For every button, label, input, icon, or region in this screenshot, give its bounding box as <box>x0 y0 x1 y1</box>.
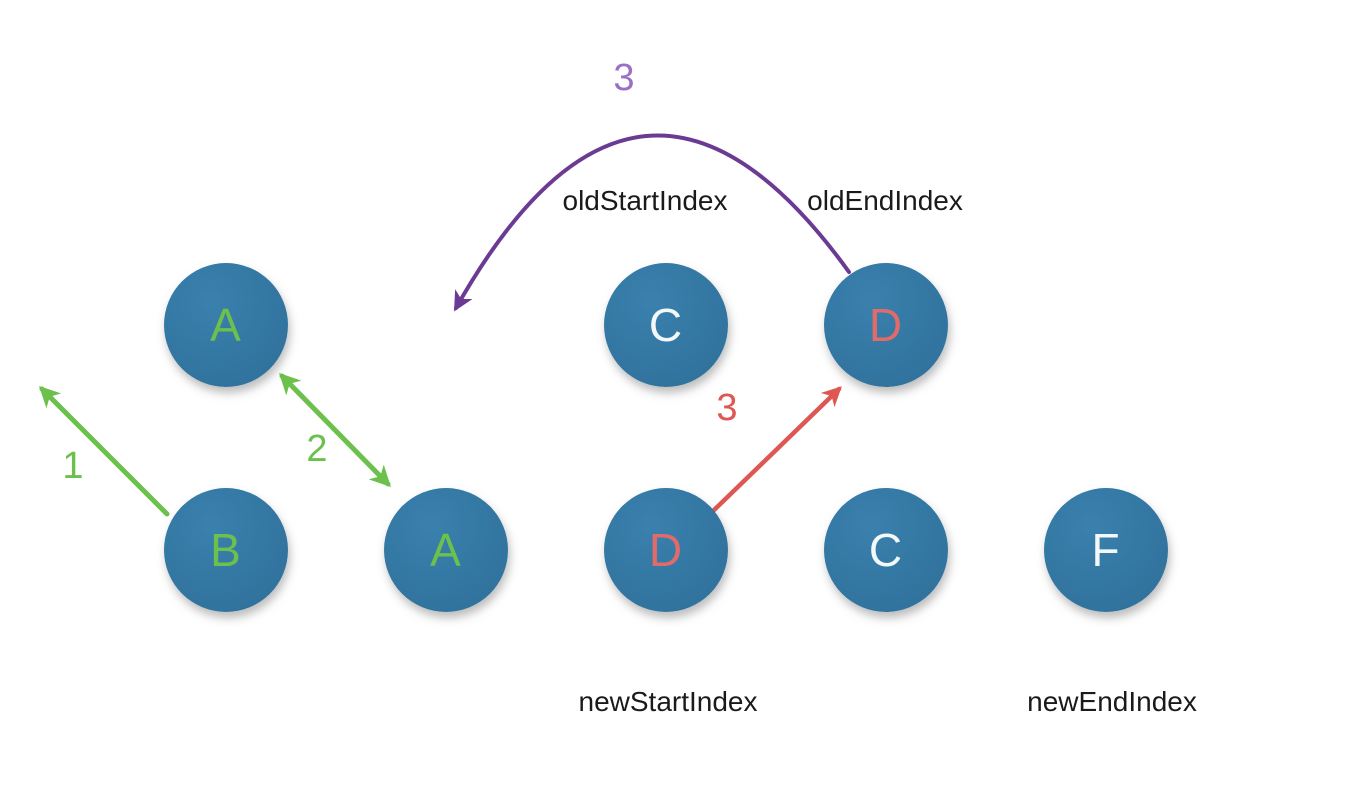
node-letter: D <box>648 524 684 576</box>
node-letter: A <box>210 299 242 351</box>
node-new-B: B <box>164 488 288 612</box>
node-old-C: C <box>604 263 728 387</box>
node-letter: B <box>210 524 242 576</box>
label-old-start-index: oldStartIndex <box>562 185 728 216</box>
node-letter: C <box>648 299 684 351</box>
label-new-start-index: newStartIndex <box>578 686 758 717</box>
step-number-2-green: 2 <box>306 428 328 470</box>
node-new-D: D <box>604 488 728 612</box>
node-letter: D <box>868 299 904 351</box>
label-old-end-index: oldEndIndex <box>807 185 963 216</box>
node-new-F: F <box>1044 488 1168 612</box>
node-letter: F <box>1091 524 1121 576</box>
node-old-A: A <box>164 263 288 387</box>
node-new-A: A <box>384 488 508 612</box>
step-number-1-green: 1 <box>62 445 84 487</box>
step-number-3-purple: 3 <box>613 57 635 99</box>
node-new-C: C <box>824 488 948 612</box>
step-number-3-red: 3 <box>716 387 738 429</box>
green-arrow-1 <box>39 386 170 517</box>
node-old-D: D <box>824 263 948 387</box>
node-letter: A <box>430 524 462 576</box>
green-double-arrow-2 <box>279 373 391 487</box>
node-letter: C <box>868 524 904 576</box>
label-new-end-index: newEndIndex <box>1027 686 1197 717</box>
